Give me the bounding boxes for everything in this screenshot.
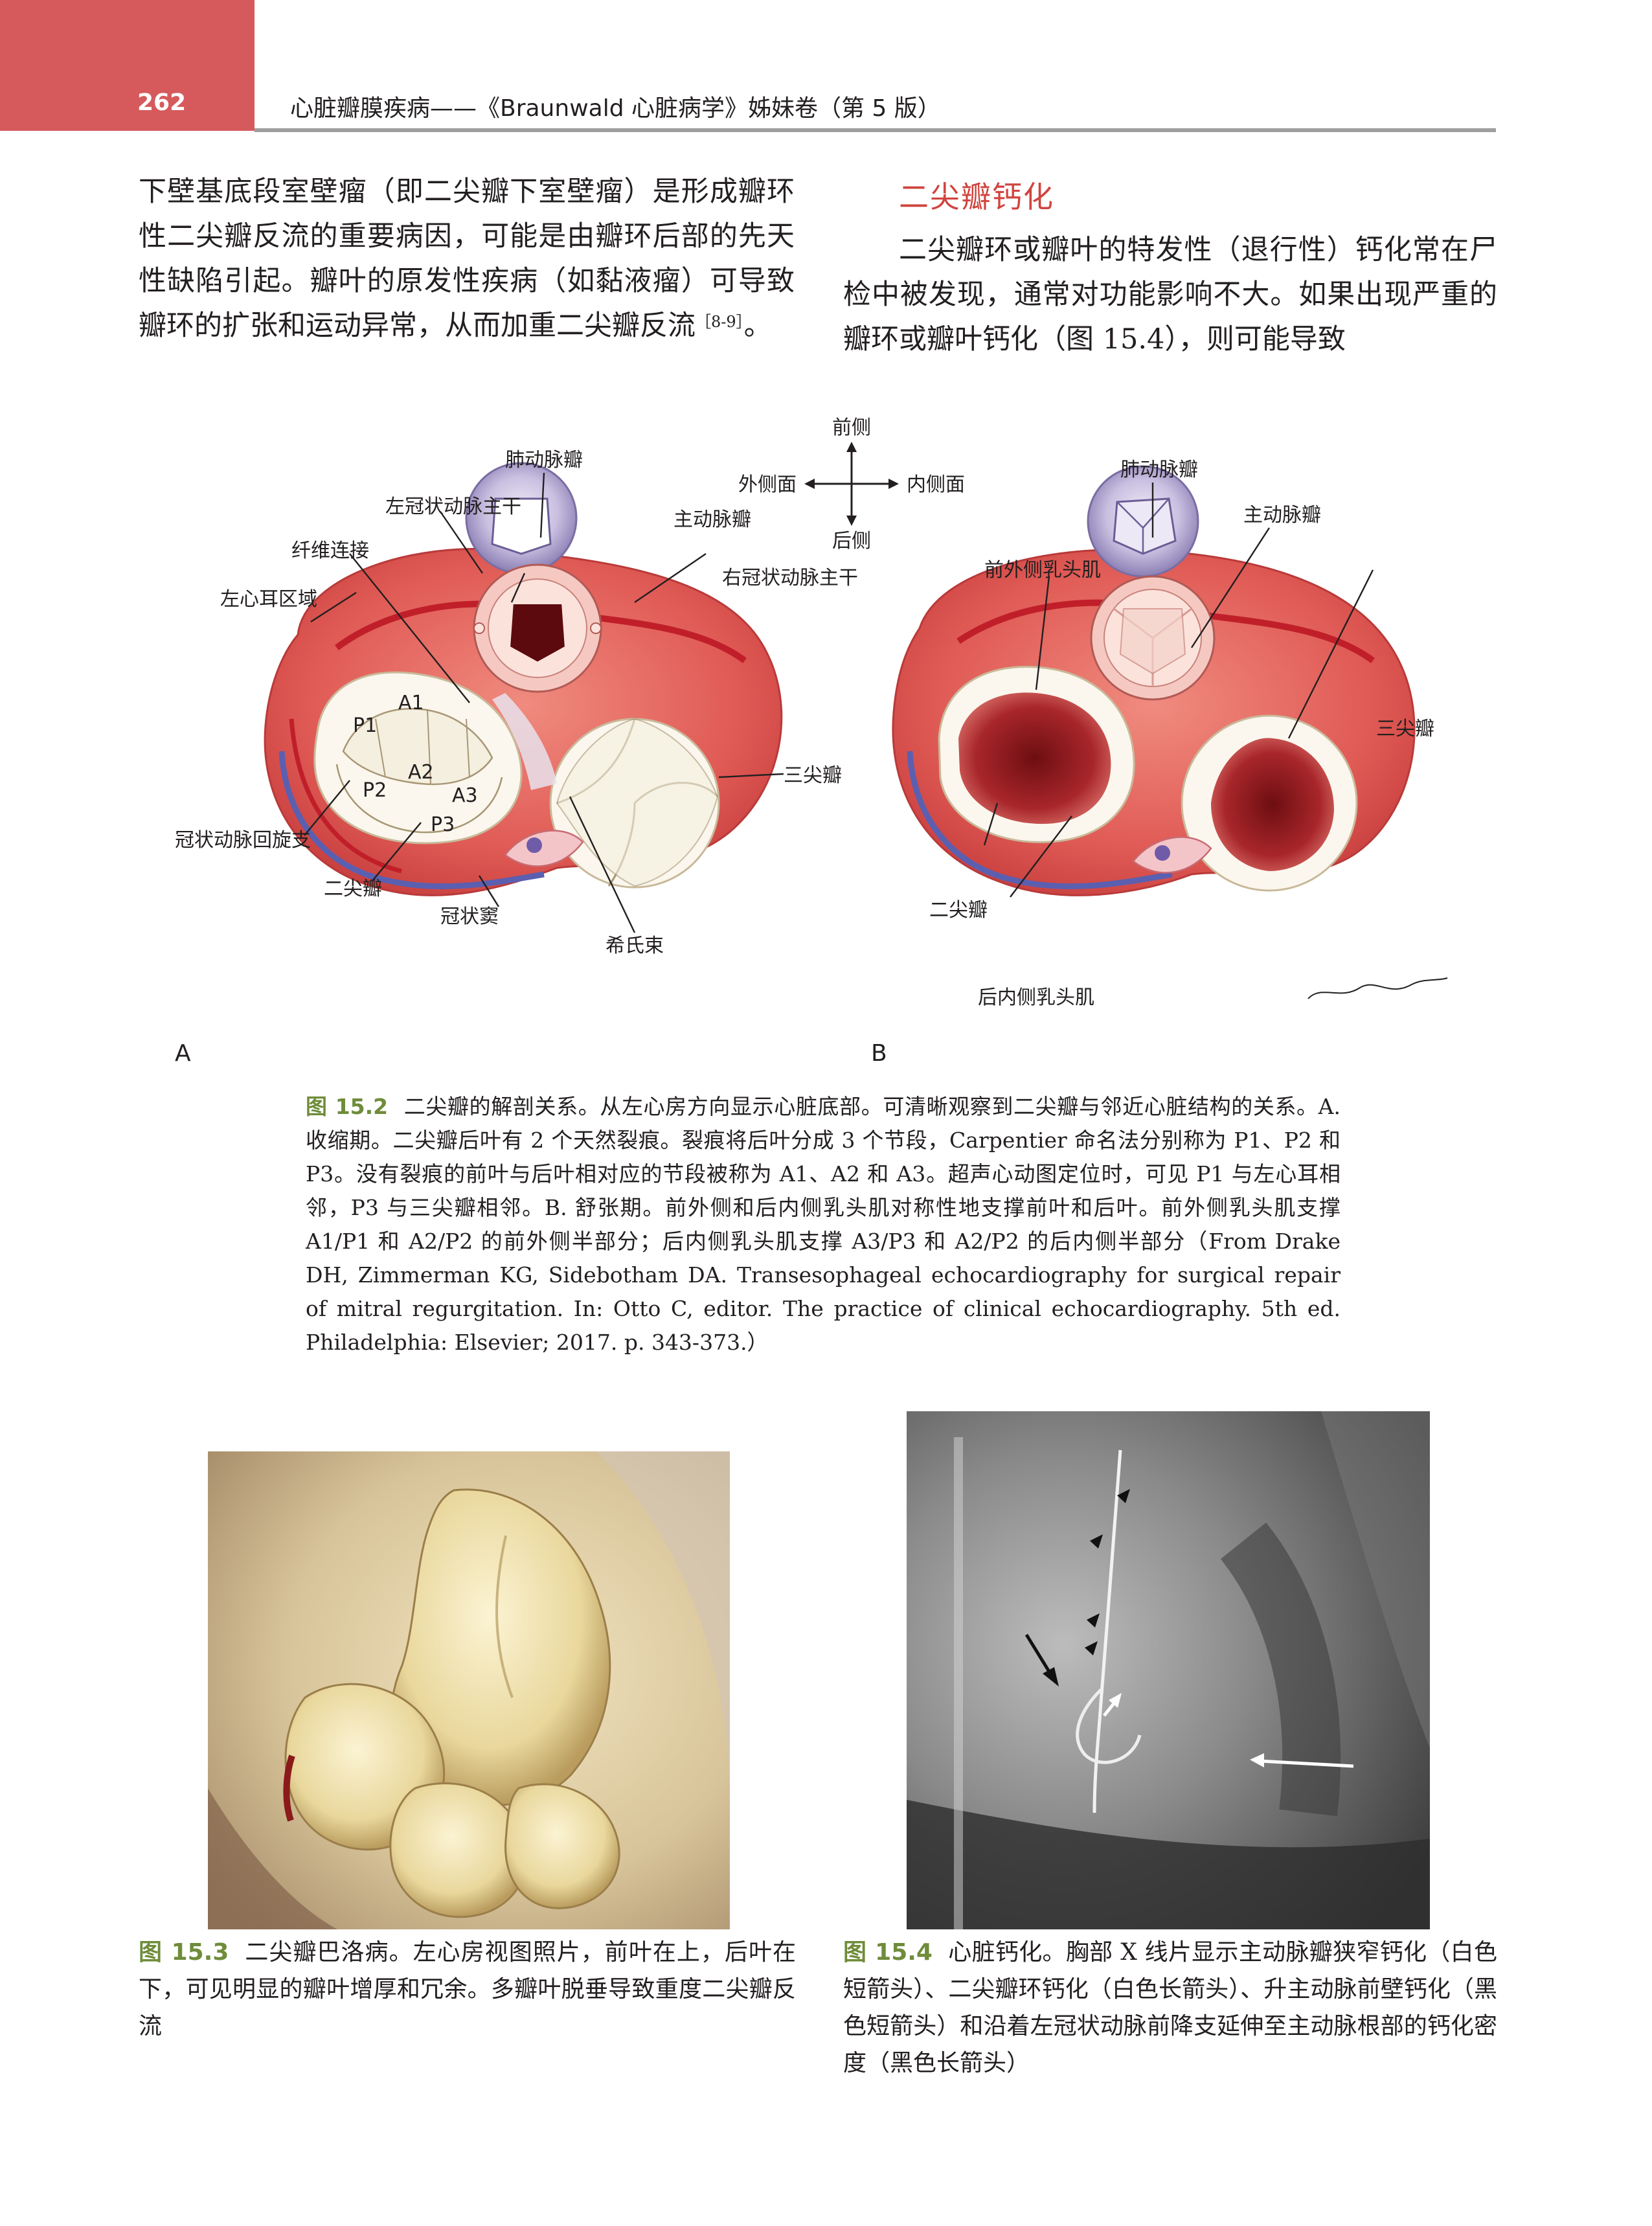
label-b-aortic: 主动脉瓣 — [1243, 504, 1321, 527]
compass-posterior: 后侧 — [832, 530, 871, 552]
label-a-pulmonary: 肺动脉瓣 — [505, 449, 583, 471]
label-b-pulmonary: 肺动脉瓣 — [1120, 459, 1198, 481]
panel-label-a: A — [175, 1040, 191, 1067]
right-column-paragraph: 二尖瓣环或瓣叶的特发性（退行性）钙化常在尸检中被发现，通常对功能影响不大。如果出… — [843, 234, 1497, 356]
segment-p1: P1 — [353, 714, 377, 737]
label-b-tricuspid: 三尖瓣 — [1376, 718, 1434, 740]
label-a-laa: 左心耳区域 — [220, 588, 317, 611]
label-a-right-main: 右冠状动脉主干 — [722, 567, 858, 589]
running-title: 心脏瓣膜疾病——《Braunwald 心脏病学》姊妹卷（第 5 版） — [290, 95, 941, 122]
segment-a1: A1 — [398, 692, 424, 714]
panel-a-heart — [264, 462, 783, 896]
label-a-aortic: 主动脉瓣 — [673, 508, 751, 531]
header-color-block — [0, 0, 255, 131]
section-heading: 二尖瓣钙化 — [899, 179, 1054, 214]
panel-a-leaders — [304, 472, 784, 933]
label-a-left-main: 左冠状动脉主干 — [385, 495, 521, 518]
figure-15-4-xray — [907, 1411, 1430, 1929]
left-column-paragraph: 下壁基底段室壁瘤（即二尖瓣下室壁瘤）是形成瓣环性二尖瓣反流的重要病因，可能是由瓣… — [139, 176, 795, 342]
illustrator-signature — [1307, 977, 1448, 999]
compass: 前侧 外侧面 内侧面 后侧 — [738, 416, 965, 552]
segment-p2: P2 — [363, 779, 387, 802]
figure-15-4-label: 图 15.4 — [843, 1939, 933, 1966]
panel-label-b: B — [871, 1040, 887, 1067]
label-b-posteromedial: 后内侧乳头肌 — [978, 986, 1094, 1009]
panel-b-leaders — [983, 483, 1374, 898]
figure-15-3-photo — [208, 1451, 730, 1929]
segment-a3: A3 — [452, 784, 478, 807]
segment-a2: A2 — [408, 761, 434, 784]
compass-lateral: 外侧面 — [738, 473, 797, 496]
figure-15-2-label: 图 15.2 — [306, 1094, 389, 1119]
label-a-coronary-sinus: 冠状窦 — [440, 905, 499, 928]
label-a-circumflex: 冠状动脉回旋支 — [175, 829, 311, 852]
compass-anterior: 前侧 — [832, 416, 871, 439]
header-rule — [255, 128, 1496, 132]
label-a-mitral: 二尖瓣 — [324, 878, 382, 900]
panel-b-heart — [892, 465, 1416, 896]
label-a-fibrous: 纤维连接 — [291, 539, 369, 562]
label-a-tricuspid: 三尖瓣 — [784, 764, 842, 787]
citation: ［8-9］ — [696, 313, 744, 331]
figure-15-2: 前侧 外侧面 内侧面 后侧 A1 P1 — [142, 415, 1509, 1075]
compass-medial: 内侧面 — [907, 473, 965, 496]
label-a-his: 希氏束 — [605, 935, 664, 957]
segment-p3: P3 — [431, 813, 455, 836]
page-number: 262 — [137, 89, 187, 116]
label-b-mitral: 二尖瓣 — [929, 899, 988, 922]
figure-15-3-label: 图 15.3 — [139, 1939, 229, 1966]
label-b-anterolateral: 前外侧乳头肌 — [984, 559, 1101, 582]
